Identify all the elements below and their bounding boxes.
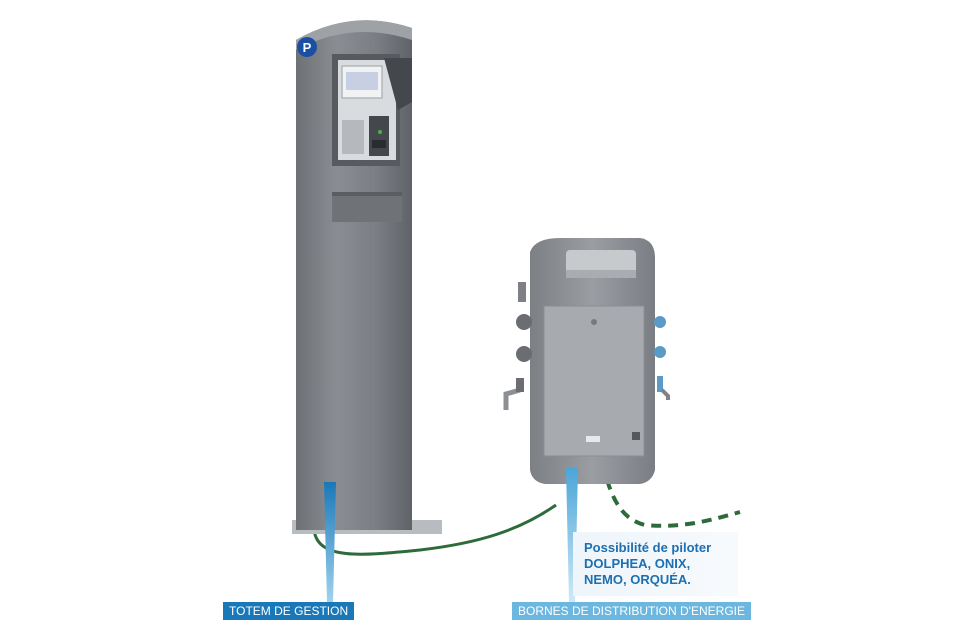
dashed-cable	[605, 479, 741, 528]
callout-line-1: Possibilité de piloter	[584, 540, 712, 555]
callout-panel	[573, 532, 738, 596]
totem-pointer	[324, 482, 336, 602]
callout-line-3: NEMO, ORQUÉA.	[584, 572, 691, 587]
callout-text: Possibilité de piloter DOLPHEA, ONIX, NE…	[584, 540, 711, 588]
bornes-label: BORNES DE DISTRIBUTION D'ENERGIE	[512, 602, 751, 620]
parking-sign-icon	[297, 37, 317, 57]
callout-line-2: DOLPHEA, ONIX,	[584, 556, 691, 571]
totem-label: TOTEM DE GESTION	[223, 602, 355, 620]
energy-borne	[503, 238, 670, 484]
totem-column: P	[292, 20, 442, 534]
parking-sign-letter: P	[303, 40, 312, 55]
